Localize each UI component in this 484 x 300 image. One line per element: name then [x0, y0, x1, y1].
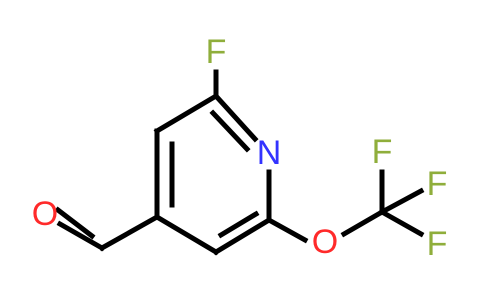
bond-n-c2-inner — [209, 109, 251, 153]
bond-c4-cho — [98, 213, 161, 252]
bond-cf3-f-right — [378, 187, 425, 216]
bond-cho-o — [56, 220, 106, 252]
atom-nitrogen: N — [257, 134, 282, 172]
atom-oxygen-aldehyde: O — [32, 195, 58, 233]
bond-n-c2 — [212, 92, 259, 143]
bond-cho-o-inner — [54, 206, 96, 240]
bond-cf3-f-bottom — [378, 208, 425, 238]
bond-c5-c6-inner — [217, 210, 260, 239]
atom-fluorine-cf3-bottom: F — [427, 225, 448, 263]
atom-fluorine-cf3-top: F — [372, 133, 393, 171]
bond-c6-o — [265, 216, 309, 244]
atom-fluorine-top: F — [206, 33, 227, 71]
bond-c2-c3 — [153, 92, 220, 135]
atom-fluorine-cf3-right: F — [427, 165, 448, 203]
bond-c4-c5 — [153, 213, 220, 256]
atom-oxygen-ether: O — [312, 223, 338, 261]
bond-c5-c6 — [212, 216, 273, 256]
bond-o-cf3 — [340, 208, 386, 238]
